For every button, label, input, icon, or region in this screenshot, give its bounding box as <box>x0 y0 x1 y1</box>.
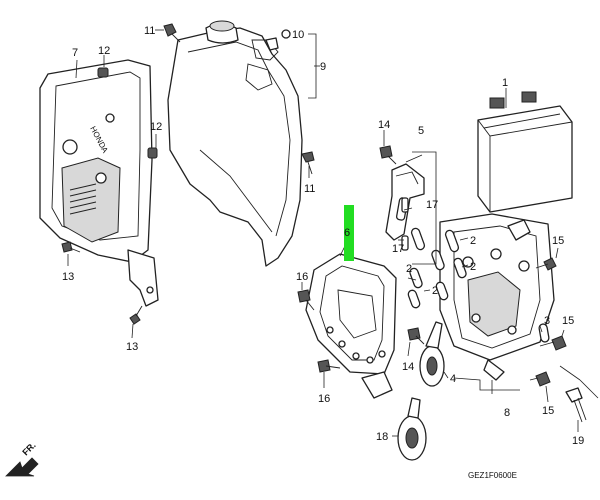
callout-16b: 16 <box>318 393 330 405</box>
horn <box>419 321 445 387</box>
callout-2a: 2 <box>470 235 476 247</box>
horn-unit <box>397 397 427 461</box>
callout-12a: 12 <box>98 45 110 57</box>
rubber-blocks <box>407 227 550 343</box>
bolt-19 <box>565 387 587 423</box>
callout-14a: 14 <box>378 119 390 131</box>
callout-15a: 15 <box>552 235 564 247</box>
callout-15c: 15 <box>542 405 554 417</box>
callout-11a: 11 <box>144 25 155 37</box>
diagram-code: GEZ1F0600E <box>468 471 517 480</box>
callout-13b: 13 <box>126 341 138 353</box>
callout-18: 18 <box>376 431 388 443</box>
callout-13a: 13 <box>62 271 74 283</box>
callout-17a: 17 <box>426 199 438 211</box>
callout-10: 10 <box>292 29 304 41</box>
callout-11b: 11 <box>304 183 315 195</box>
callout-19: 19 <box>572 435 584 447</box>
callout-7: 7 <box>72 47 78 59</box>
battery-tray-bracket <box>439 213 555 381</box>
callout-14b: 14 <box>402 361 414 373</box>
callout-2d: 2 <box>406 263 412 275</box>
callout-8: 8 <box>504 407 510 419</box>
battery <box>477 91 573 213</box>
callout-9: 9 <box>320 61 326 73</box>
side-cover <box>167 20 303 267</box>
fasteners <box>61 23 567 387</box>
callout-2c: 2 <box>432 285 438 297</box>
holder-frame <box>305 253 397 399</box>
callout-15b: 15 <box>562 315 574 327</box>
callout-4: 4 <box>450 373 456 385</box>
front-cover-panel: HONDA <box>39 59 159 307</box>
callout-17b: 17 <box>392 243 404 255</box>
callout-1: 1 <box>502 77 508 89</box>
callout-5: 5 <box>418 125 424 137</box>
callout-12b: 12 <box>150 121 162 133</box>
callout-16a: 16 <box>296 271 308 283</box>
direction-label: FR. <box>20 440 37 457</box>
callout-6: 6 <box>344 227 350 239</box>
front-direction-arrow: FR. <box>5 440 39 477</box>
callout-labels: 1 2 2 2 2 3 4 5 6 7 8 9 10 11 11 12 12 1… <box>62 25 584 447</box>
highlight-marker <box>344 205 354 261</box>
callout-2b: 2 <box>470 261 476 273</box>
callout-3: 3 <box>544 315 550 327</box>
